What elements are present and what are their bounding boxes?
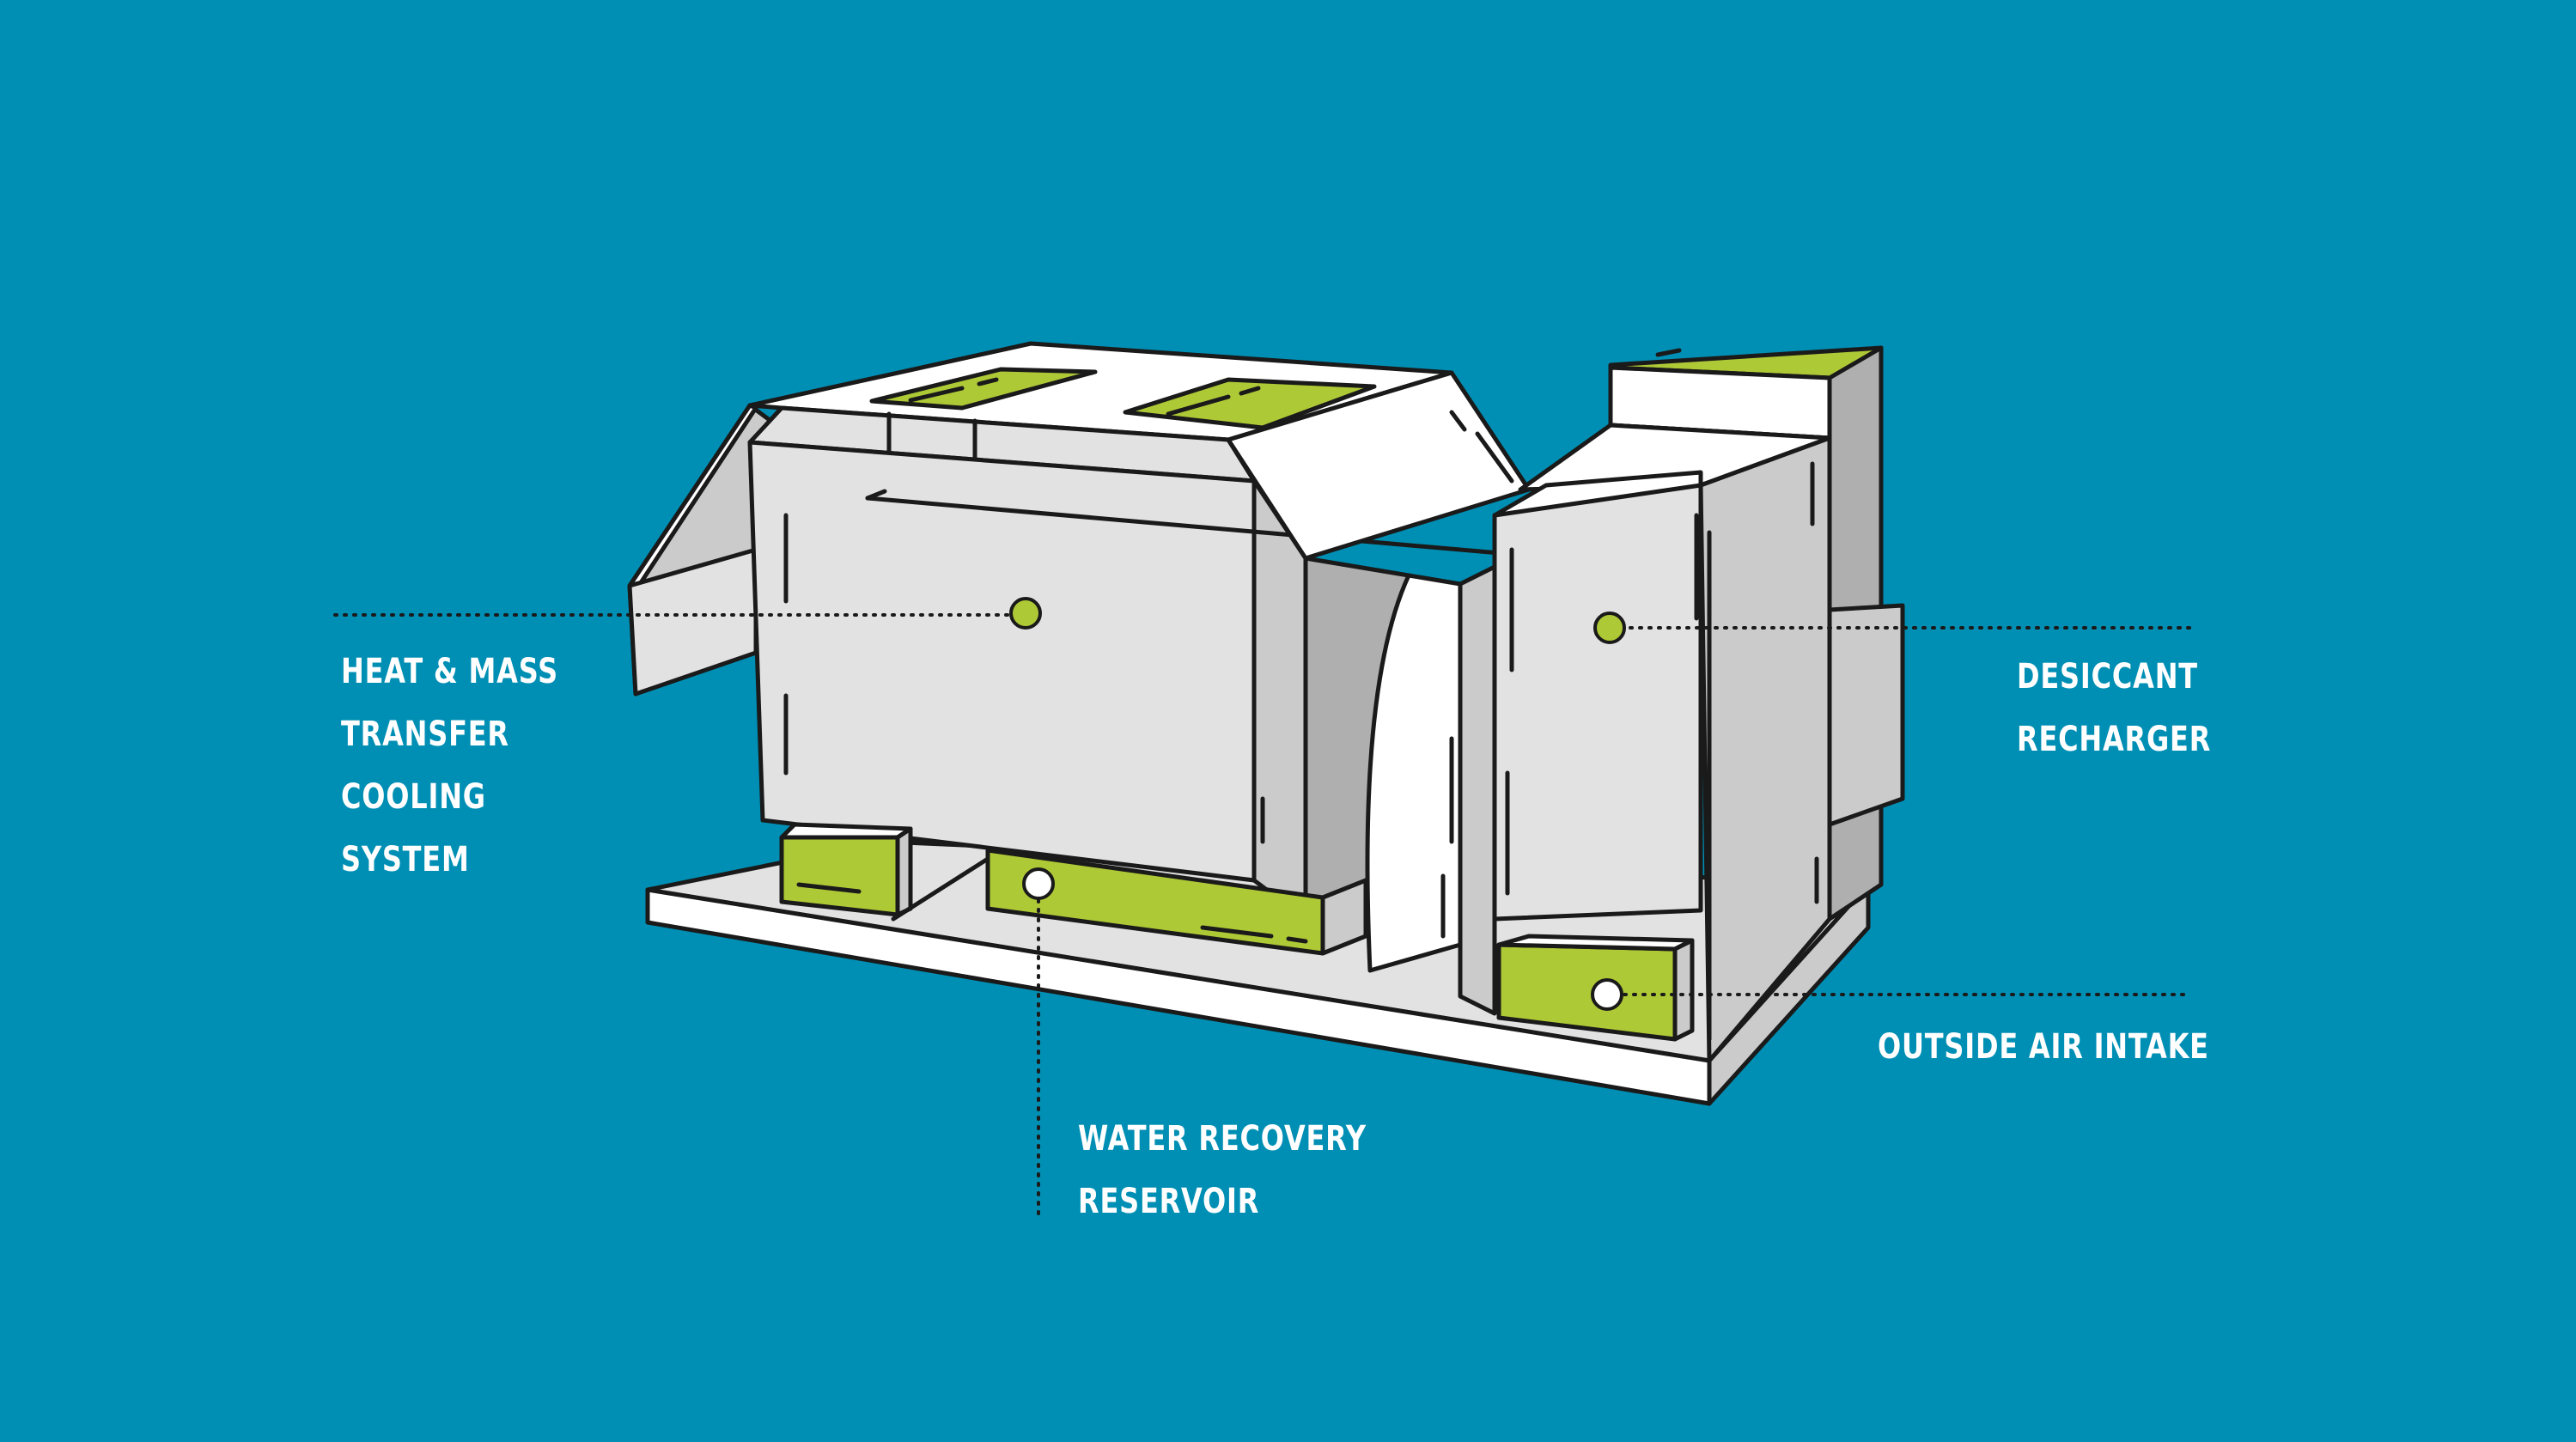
water-reservoir-block bbox=[985, 848, 1368, 956]
callout-heat-mass-transfer: HEAT & MASS TRANSFER COOLING SYSTEM bbox=[341, 641, 558, 891]
roof-panel-right bbox=[1123, 377, 1377, 430]
outside-air-intake-block bbox=[1496, 934, 1695, 1042]
callout-heat-line-4: SYSTEM bbox=[341, 840, 470, 879]
marker-heat bbox=[1009, 597, 1042, 630]
marker-water bbox=[1022, 867, 1055, 900]
callout-heat-line-2: TRANSFER bbox=[341, 715, 509, 754]
center-arch bbox=[1226, 370, 1532, 1016]
callout-heat-line-3: COOLING bbox=[341, 777, 486, 817]
callout-water-line-1: WATER RECOVERY bbox=[1078, 1119, 1367, 1159]
desiccant-tower bbox=[1492, 345, 1905, 1063]
callout-desiccant-recharger: DESICCANT RECHARGER bbox=[2017, 646, 2211, 771]
callout-desiccant-line-2: RECHARGER bbox=[2017, 720, 2212, 759]
callout-heat-line-1: HEAT & MASS bbox=[341, 652, 559, 691]
callout-water-recovery-reservoir: WATER RECOVERY RESERVOIR bbox=[1078, 1108, 1367, 1233]
callout-outside-line-1: OUTSIDE AIR INTAKE bbox=[1878, 1027, 2209, 1067]
cooling-unit-roof bbox=[747, 341, 1454, 484]
callout-desiccant-line-1: DESICCANT bbox=[2017, 657, 2198, 697]
left-green-block bbox=[779, 822, 990, 922]
marker-outside bbox=[1591, 978, 1623, 1011]
callout-outside-air-intake: OUTSIDE AIR INTAKE bbox=[1878, 1016, 2209, 1079]
cooling-unit-box bbox=[747, 440, 1562, 922]
callout-water-line-2: RESERVOIR bbox=[1078, 1182, 1260, 1221]
marker-desiccant bbox=[1593, 611, 1626, 644]
